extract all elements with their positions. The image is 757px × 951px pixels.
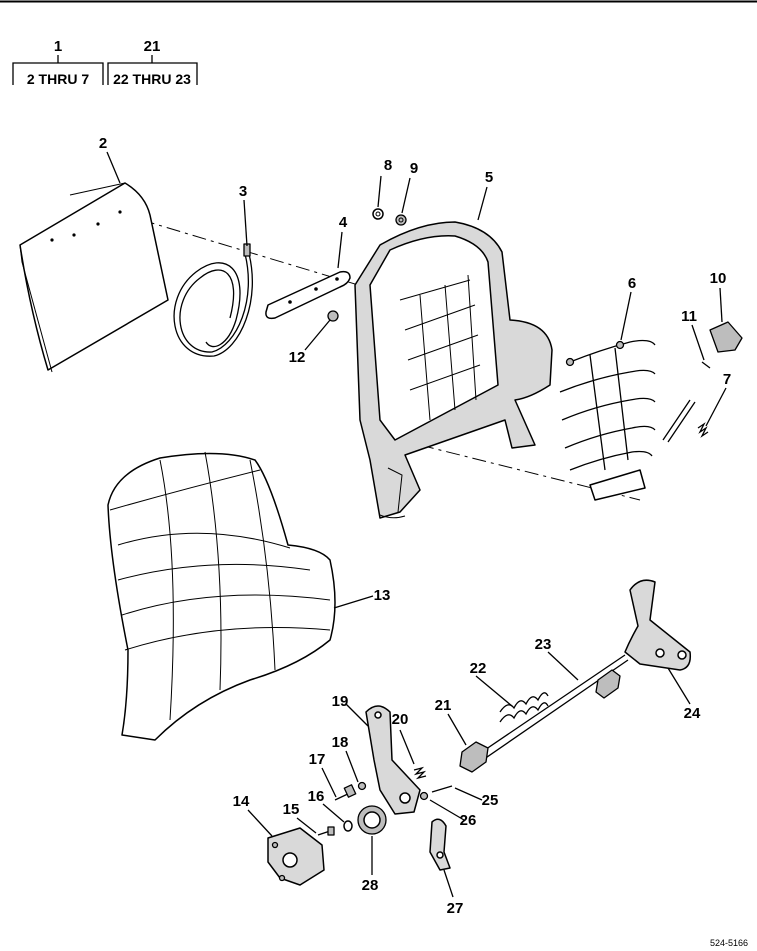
group-range-21: 22 THRU 23 bbox=[113, 71, 191, 87]
part-28-gear bbox=[357, 805, 387, 835]
part-12-nut bbox=[327, 310, 339, 322]
part-7-spring bbox=[662, 399, 709, 443]
callout-7: 7 bbox=[723, 371, 731, 388]
callout-3: 3 bbox=[239, 183, 247, 200]
part-11-pin bbox=[701, 361, 711, 369]
part-8-washer bbox=[372, 208, 384, 220]
part-4-strap bbox=[265, 270, 351, 320]
part-15-screw bbox=[317, 826, 335, 836]
part-3-cable bbox=[173, 243, 253, 357]
figure-reference: 524-5166 bbox=[710, 938, 748, 948]
part-14-housing bbox=[267, 827, 325, 886]
callout-16: 16 bbox=[308, 788, 325, 805]
part-2-back-panel bbox=[19, 182, 169, 373]
part-5-seat-back-frame bbox=[354, 221, 553, 519]
part-6-spring-mat bbox=[559, 339, 656, 501]
callout-12: 12 bbox=[289, 349, 306, 366]
part-26-washer bbox=[419, 791, 429, 801]
callout-24: 24 bbox=[684, 705, 701, 722]
group-bracket-1 bbox=[12, 55, 104, 85]
part-25-bolt bbox=[431, 785, 453, 793]
callout-4: 4 bbox=[339, 214, 348, 231]
part-20-spring bbox=[413, 766, 427, 780]
group-header: 1 2 THRU 7 21 22 THRU 23 bbox=[12, 38, 198, 87]
callout-26: 26 bbox=[460, 812, 477, 829]
callout-6: 6 bbox=[628, 275, 636, 292]
part-22-spring bbox=[499, 692, 549, 723]
callout-25: 25 bbox=[482, 792, 499, 809]
leader-lines bbox=[106, 151, 727, 898]
part-13-cushion bbox=[107, 451, 336, 741]
callout-22: 22 bbox=[470, 660, 487, 677]
part-21-gear bbox=[459, 741, 489, 773]
callout-14: 14 bbox=[233, 793, 250, 810]
callout-9: 9 bbox=[410, 160, 418, 177]
callout-21: 21 bbox=[435, 697, 452, 714]
part-10-knob bbox=[709, 321, 743, 353]
centerline-upper bbox=[114, 211, 366, 288]
group-number-1: 1 bbox=[54, 38, 62, 55]
callout-10: 10 bbox=[710, 270, 727, 287]
part-16-washer bbox=[343, 820, 353, 832]
group-bracket-21 bbox=[107, 55, 198, 85]
callout-5: 5 bbox=[485, 169, 493, 186]
centerline-lower bbox=[419, 444, 641, 501]
part-19-lever-arm bbox=[365, 705, 421, 815]
part-9-washer bbox=[395, 214, 407, 226]
part-27-handle bbox=[429, 818, 451, 871]
callout-19: 19 bbox=[332, 693, 349, 710]
callout-20: 20 bbox=[392, 711, 409, 728]
callout-labels: 2 3 4 5 6 7 8 9 10 11 12 13 14 15 16 17 … bbox=[99, 135, 731, 917]
callout-8: 8 bbox=[384, 157, 392, 174]
callout-18: 18 bbox=[332, 734, 349, 751]
group-number-21: 21 bbox=[144, 38, 161, 55]
callout-15: 15 bbox=[283, 801, 300, 818]
callout-13: 13 bbox=[374, 587, 391, 604]
group-range-1: 2 THRU 7 bbox=[27, 71, 89, 87]
callout-27: 27 bbox=[447, 900, 464, 917]
part-23-shaft bbox=[469, 654, 629, 767]
part-18-washer bbox=[357, 781, 367, 791]
callout-11: 11 bbox=[681, 308, 697, 325]
callout-17: 17 bbox=[309, 751, 326, 768]
part-24-bracket bbox=[624, 579, 692, 671]
callout-23: 23 bbox=[535, 636, 552, 653]
callout-28: 28 bbox=[362, 877, 379, 894]
part-17-bolt bbox=[334, 784, 357, 801]
callout-2: 2 bbox=[99, 135, 107, 152]
